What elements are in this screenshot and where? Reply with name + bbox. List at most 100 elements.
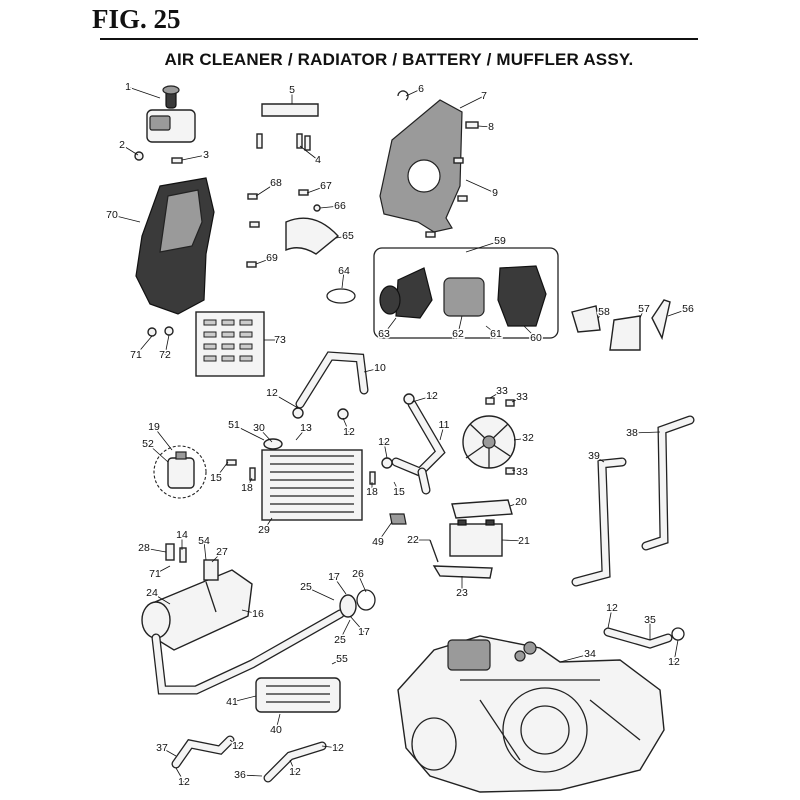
leader-line (511, 396, 523, 403)
callout-number: 11 (439, 419, 450, 431)
callout-number: 33 (516, 391, 528, 403)
callout-number: 12 (332, 742, 344, 754)
leader-line (255, 182, 277, 197)
leader-line (477, 125, 492, 128)
leader-line (511, 469, 523, 473)
part-bracket-56 (651, 299, 671, 341)
leader-line (127, 86, 161, 99)
leader-line (607, 607, 613, 629)
callout-number: 49 (372, 536, 384, 548)
leader-line (231, 695, 257, 703)
leader-line (523, 325, 537, 339)
leader-line (321, 745, 339, 749)
callout-number: 52 (142, 438, 154, 450)
callout-number: 33 (496, 385, 508, 397)
part-hose-39 (571, 457, 627, 587)
leader-line (363, 367, 381, 373)
part-hose-38 (641, 415, 695, 551)
part-bolt-8 (465, 121, 479, 129)
leader-line (241, 609, 259, 615)
callout-number: 57 (638, 303, 650, 315)
leader-line (258, 427, 273, 443)
leader-line (181, 154, 207, 161)
callout-number: 70 (106, 209, 118, 221)
part-reservoir-frame (153, 445, 207, 499)
callout-number: 2 (119, 139, 125, 151)
part-filter-cover (497, 265, 547, 327)
callout-number: 12 (343, 426, 355, 438)
callout-number: 36 (234, 769, 246, 781)
leader-line (255, 257, 273, 265)
part-gasket (356, 589, 376, 611)
leader-line (271, 392, 299, 409)
callout-number: 38 (626, 427, 638, 439)
part-battery (449, 523, 503, 557)
callout-number: 12 (606, 602, 618, 614)
leader-line (339, 619, 351, 641)
leader-line (673, 639, 679, 663)
part-bracket-58 (571, 305, 601, 333)
part-heat-shield (255, 677, 341, 713)
leader-line (342, 417, 350, 433)
leader-line (164, 334, 170, 356)
callout-number: 66 (334, 200, 346, 212)
leader-lines (111, 86, 689, 783)
leader-line (513, 437, 529, 441)
callout-number: 19 (148, 421, 160, 433)
leader-line (175, 767, 185, 783)
leader-line (211, 551, 223, 563)
callout-number: 12 (266, 387, 278, 399)
callout-number: 14 (176, 529, 188, 541)
callout-number: 18 (366, 486, 378, 498)
callout-number: 71 (130, 349, 142, 361)
callout-number: 12 (232, 740, 244, 752)
leader-line (295, 427, 307, 441)
part-bolts (256, 133, 311, 151)
leader-line (485, 325, 497, 335)
leader-line (275, 713, 281, 731)
callout-number: 73 (274, 334, 286, 346)
callout-number: 15 (210, 472, 222, 484)
part-drawings (134, 85, 695, 793)
leader-line (154, 565, 171, 575)
leader-line (405, 88, 422, 97)
leader-line (593, 455, 605, 463)
callout-number: 32 (522, 432, 534, 444)
callout-number: 61 (490, 328, 502, 340)
leader-line (393, 481, 400, 493)
part-filter-cap (395, 267, 433, 319)
callout-number: 5 (289, 84, 295, 96)
leader-line (501, 539, 525, 542)
leader-line (459, 95, 485, 109)
callout-number: 25 (300, 581, 312, 593)
callout-number: 21 (518, 535, 530, 547)
leader-line (411, 395, 433, 403)
part-reservoir (167, 457, 195, 489)
leader-line (341, 270, 345, 289)
callout-number: 65 (342, 230, 354, 242)
leader-line (333, 576, 347, 595)
leader-line (489, 390, 503, 399)
leader-line (233, 424, 265, 441)
callout-number: 26 (352, 568, 364, 580)
callout-number: 40 (270, 724, 282, 736)
callout-number: 41 (226, 696, 238, 708)
callout-number: 4 (315, 154, 321, 166)
callout-number: 28 (138, 542, 150, 554)
leader-line (203, 540, 207, 561)
callout-number: 9 (492, 187, 498, 199)
callout-number: 24 (146, 587, 158, 599)
callout-number: 56 (682, 303, 694, 315)
leader-line (229, 739, 239, 747)
callout-number: 54 (198, 535, 210, 547)
leader-line (439, 424, 445, 441)
callout-number: 15 (393, 486, 405, 498)
callout-number: 22 (407, 534, 419, 546)
leader-line (215, 461, 229, 479)
callout-number: 18 (241, 482, 253, 494)
leader-line (299, 145, 319, 161)
callout-number: 10 (374, 362, 386, 374)
callout-number: 30 (253, 422, 265, 434)
callout-number: 37 (156, 742, 168, 754)
